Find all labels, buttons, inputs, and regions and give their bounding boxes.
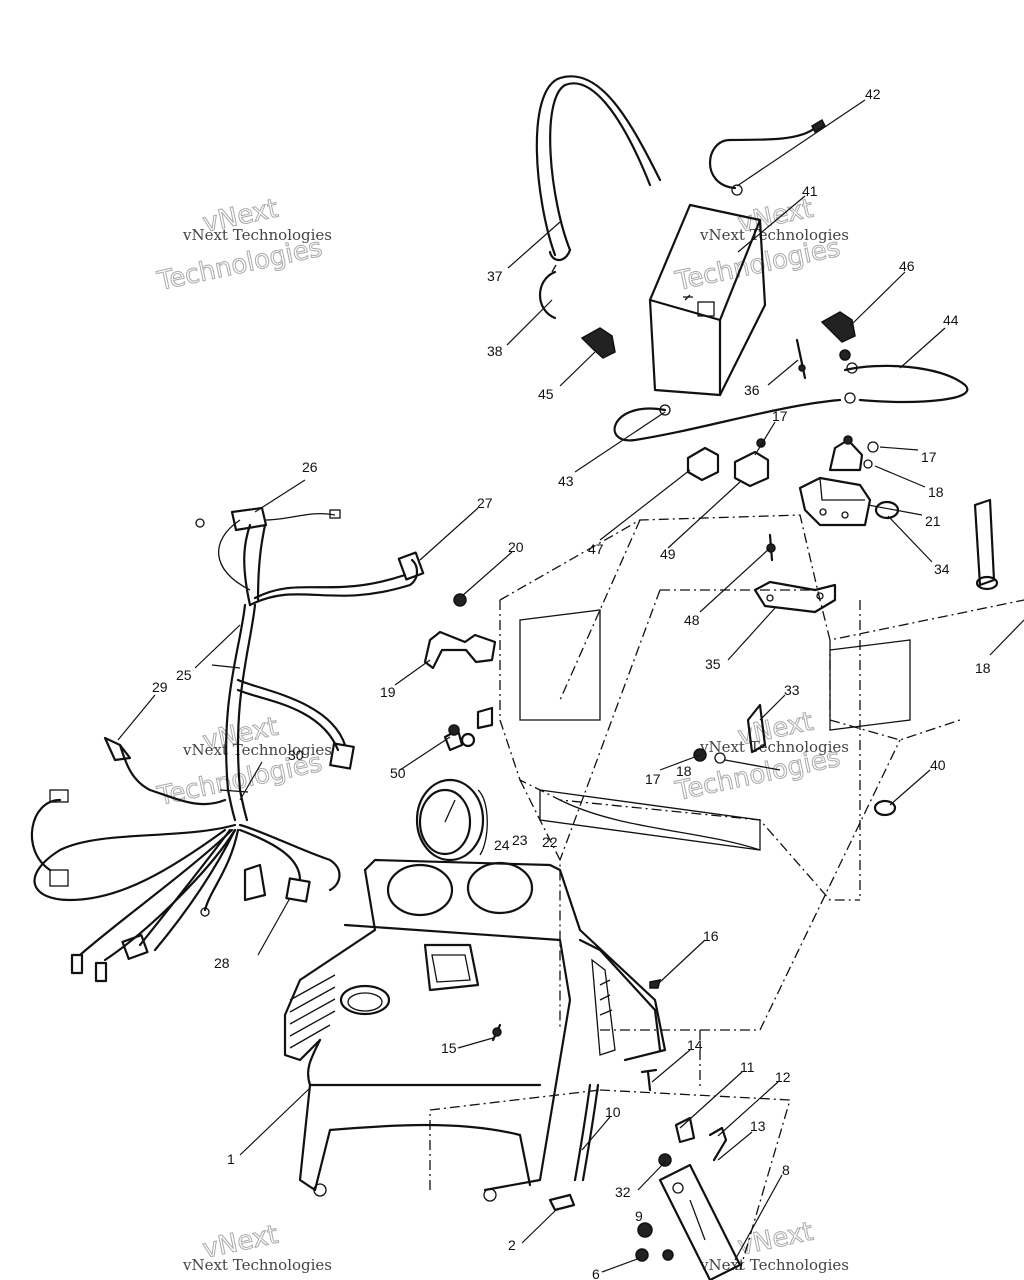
gauge-bracket	[423, 630, 497, 670]
bolt-14	[640, 1068, 658, 1092]
spacer-23	[476, 706, 494, 730]
callout-46: 46	[899, 258, 915, 274]
switch-33	[746, 703, 767, 754]
washer-22	[460, 732, 476, 748]
callout-28: 28	[214, 955, 230, 971]
clip-16	[649, 979, 662, 989]
dash-cowl	[283, 858, 667, 1202]
callout-40: 40	[930, 757, 946, 773]
battery-strap	[535, 75, 662, 262]
terminal-boot-45	[580, 327, 616, 359]
strap-hook	[539, 264, 557, 320]
watermark-text: vNext Technologies	[182, 226, 332, 244]
relay-47	[686, 446, 720, 482]
callout-49: 49	[660, 546, 676, 562]
callout-36: 36	[744, 382, 760, 398]
callout-18: 18	[676, 763, 692, 779]
gauge	[415, 778, 488, 862]
relay-49	[733, 438, 770, 488]
chassis-frame	[429, 514, 1024, 1271]
callout-17: 17	[921, 449, 937, 465]
watermark-mid-left: vNext vNext Technologies Technologies	[154, 711, 332, 812]
battery-cable-43	[613, 398, 842, 442]
callout-18: 18	[975, 660, 991, 676]
callout-38: 38	[487, 343, 503, 359]
callout-26: 26	[302, 459, 318, 475]
callout-9: 9	[635, 1208, 643, 1224]
callout-13: 13	[750, 1118, 766, 1134]
callout-17: 17	[772, 408, 788, 424]
battery-cable-44	[843, 362, 969, 404]
callout-27: 27	[477, 495, 493, 511]
callout-25: 25	[176, 667, 192, 683]
terminal-boot-46	[820, 311, 856, 361]
callout-37: 37	[487, 268, 503, 284]
battery-cable-42	[709, 118, 826, 196]
watermark-text: vNext Technologies	[699, 738, 849, 756]
key-switch-plate	[635, 1116, 742, 1280]
callout-30: 30	[288, 747, 304, 763]
bracket-35	[753, 580, 837, 614]
watermark-text: vNext Technologies	[699, 1256, 849, 1274]
bolt-2	[548, 1193, 576, 1212]
pin-36	[795, 338, 807, 380]
callout-19: 19	[380, 684, 396, 700]
leader-lines	[117, 99, 1024, 1273]
callout-34: 34	[934, 561, 950, 577]
callout-32: 32	[615, 1184, 631, 1200]
fuse-holder	[973, 498, 999, 591]
callout-2: 2	[508, 1237, 516, 1253]
callout-21: 21	[925, 513, 941, 529]
callout-10: 10	[605, 1104, 621, 1120]
pin-15	[491, 1023, 502, 1042]
callout-17: 17	[645, 771, 661, 787]
screw-48	[766, 533, 776, 562]
watermark-top-left: vNext vNext Technologies Technologies	[154, 193, 332, 297]
callout-35: 35	[705, 656, 721, 672]
callout-22: 22	[542, 834, 558, 850]
callout-24: 24	[494, 837, 510, 853]
callout-43: 43	[558, 473, 574, 489]
callout-44: 44	[943, 312, 959, 328]
watermark-top-right: vNext vNext Technologies Technologies	[672, 193, 849, 297]
knob-20	[453, 593, 467, 607]
watermark-text: vNext Technologies	[182, 741, 332, 759]
callout-15: 15	[441, 1040, 457, 1056]
callout-23: 23	[512, 832, 528, 848]
callout-12: 12	[775, 1069, 791, 1085]
callout-14: 14	[687, 1037, 703, 1053]
callout-8: 8	[782, 1162, 790, 1178]
callout-42: 42	[865, 86, 881, 102]
callout-labels: 42 41 46 44 37 38 45 36 17 17 18 21 34 4…	[152, 86, 991, 1280]
callout-1: 1	[227, 1151, 235, 1167]
watermark-bottom-right: vNext vNext Technologies	[699, 1216, 849, 1274]
grommet-40	[873, 799, 897, 817]
callout-20: 20	[508, 539, 524, 555]
callout-41: 41	[802, 183, 818, 199]
callout-6: 6	[592, 1266, 600, 1280]
callout-29: 29	[152, 679, 168, 695]
wiring-harness	[30, 506, 425, 983]
solenoid-bracket	[798, 435, 879, 527]
callout-18: 18	[928, 484, 944, 500]
callout-16: 16	[703, 928, 719, 944]
callout-50: 50	[390, 765, 406, 781]
callout-45: 45	[538, 386, 554, 402]
watermark-text: vNext Technologies	[699, 226, 849, 244]
callout-48: 48	[684, 612, 700, 628]
battery	[648, 203, 767, 397]
callout-47: 47	[588, 541, 604, 557]
callout-11: 11	[740, 1059, 755, 1075]
watermark-bottom-left: vNext vNext Technologies	[182, 1219, 332, 1274]
watermark-text: vNext Technologies	[182, 1256, 332, 1274]
bulb-50	[443, 724, 464, 752]
callout-33: 33	[784, 682, 800, 698]
